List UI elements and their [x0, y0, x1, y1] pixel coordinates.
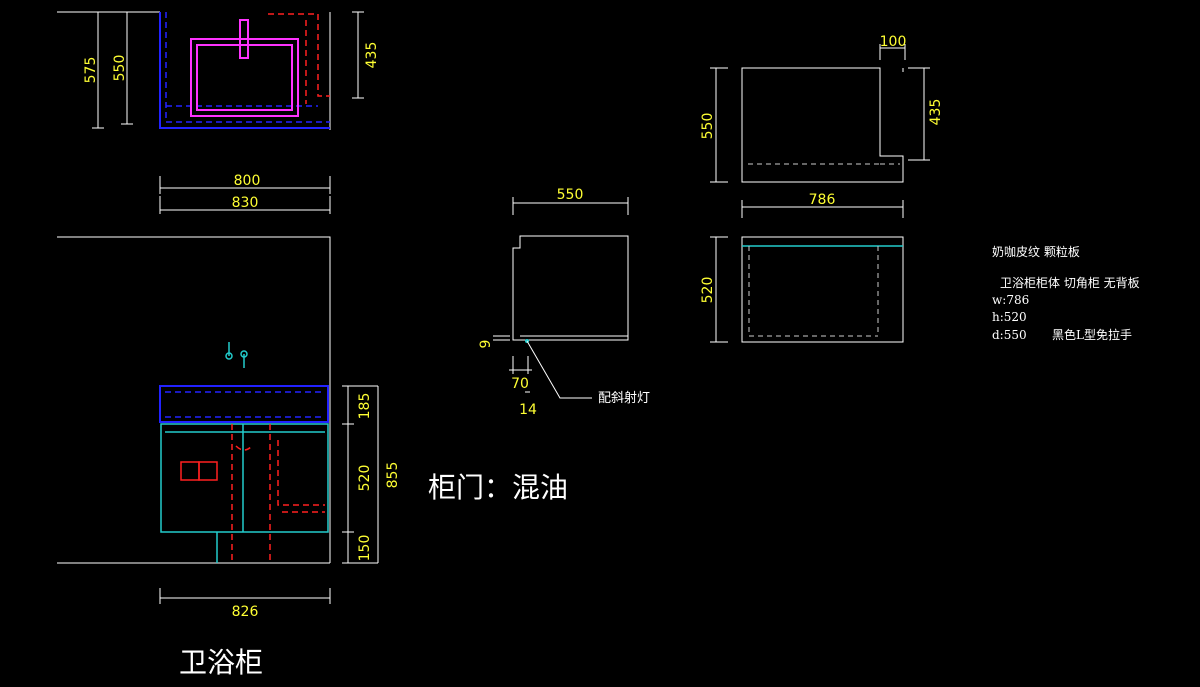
- dim-text: 826: [232, 604, 259, 620]
- top-plan-view: 575 550 435 800 830: [57, 11, 380, 214]
- spec-handle: 黑色L型免拉手: [1052, 327, 1132, 342]
- carcass-front-view: 520: [700, 236, 904, 343]
- dim-text: 520: [700, 277, 716, 304]
- spec-height: h:520: [992, 310, 1027, 324]
- dim-text: 150: [357, 535, 373, 562]
- dim-text: 800: [234, 173, 261, 189]
- spec-depth: d:550: [992, 328, 1027, 342]
- dim-text: 575: [83, 57, 99, 84]
- dim-text: 70: [511, 376, 529, 392]
- dim-text: 520: [357, 465, 373, 492]
- side-section-view: 550 9 70 14 配斜射灯: [478, 187, 650, 418]
- dim-text: 185: [357, 393, 373, 420]
- spec-width: w:786: [992, 293, 1029, 307]
- dim-text: 550: [112, 55, 128, 82]
- dim-text: 435: [364, 42, 380, 69]
- drawing-caption: 卫浴柜: [179, 646, 263, 679]
- dim-text: 550: [700, 113, 716, 140]
- dim-text: 550: [557, 187, 584, 203]
- dim-text: 435: [928, 99, 944, 126]
- dim-text: 830: [232, 195, 259, 211]
- carcass-plan-view: 100 550 435 786: [700, 34, 944, 218]
- front-elevation-view: 185 520 150 855 826 卫浴柜 柜门：混油: [57, 236, 568, 679]
- dim-text: 14: [519, 402, 537, 418]
- door-finish-note: 柜门：混油: [428, 471, 568, 504]
- light-label: 配斜射灯: [598, 390, 650, 406]
- spec-notes: 奶咖皮纹 颗粒板 卫浴柜柜体 切角柜 无背板 w:786 h:520 d:550…: [992, 244, 1140, 342]
- spec-type: 卫浴柜柜体 切角柜 无背板: [1000, 276, 1140, 290]
- dim-text: 786: [809, 192, 836, 208]
- spec-material: 奶咖皮纹 颗粒板: [992, 244, 1080, 259]
- dim-text: 100: [880, 34, 907, 50]
- dim-text: 855: [385, 462, 401, 489]
- dim-text: 9: [478, 340, 494, 349]
